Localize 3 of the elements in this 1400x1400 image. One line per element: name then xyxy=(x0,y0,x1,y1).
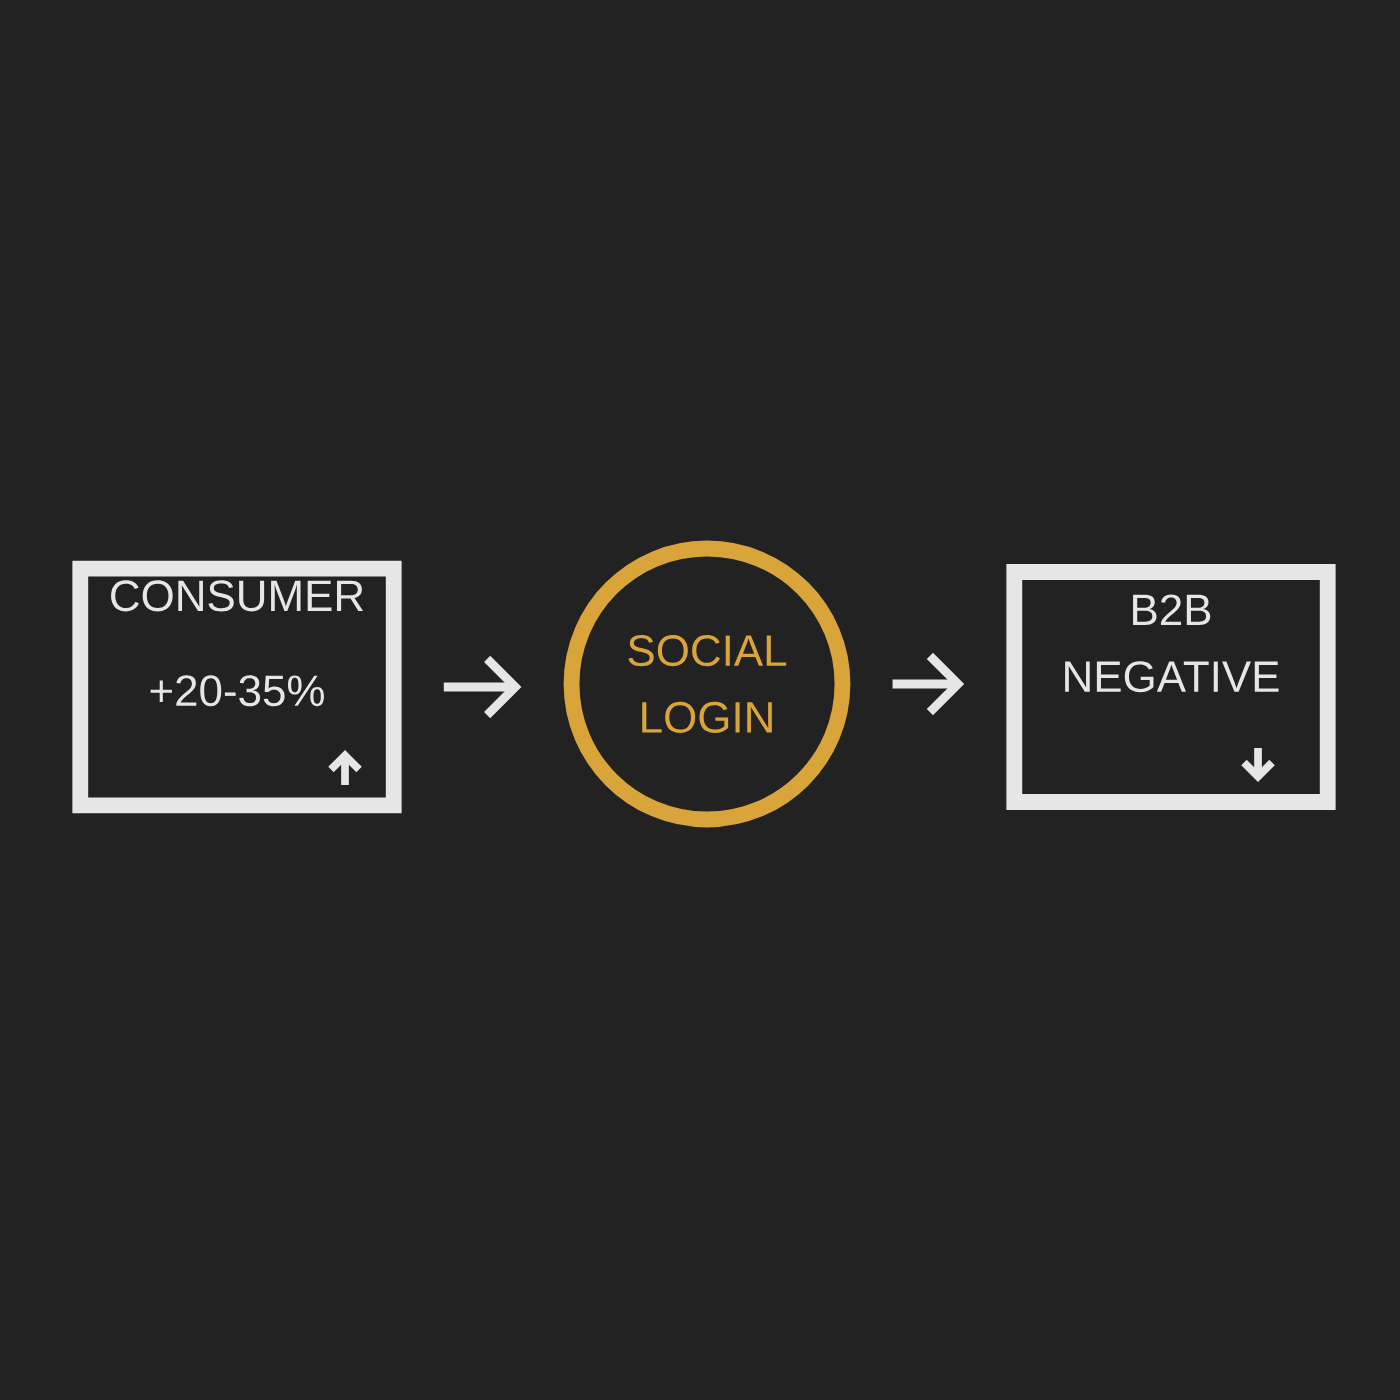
process-box: B2B NEGATIVE xyxy=(1006,564,1336,810)
circle-node: SOCIAL LOGIN xyxy=(563,540,851,828)
process-box: CONSUMER +20-35% xyxy=(72,560,402,814)
